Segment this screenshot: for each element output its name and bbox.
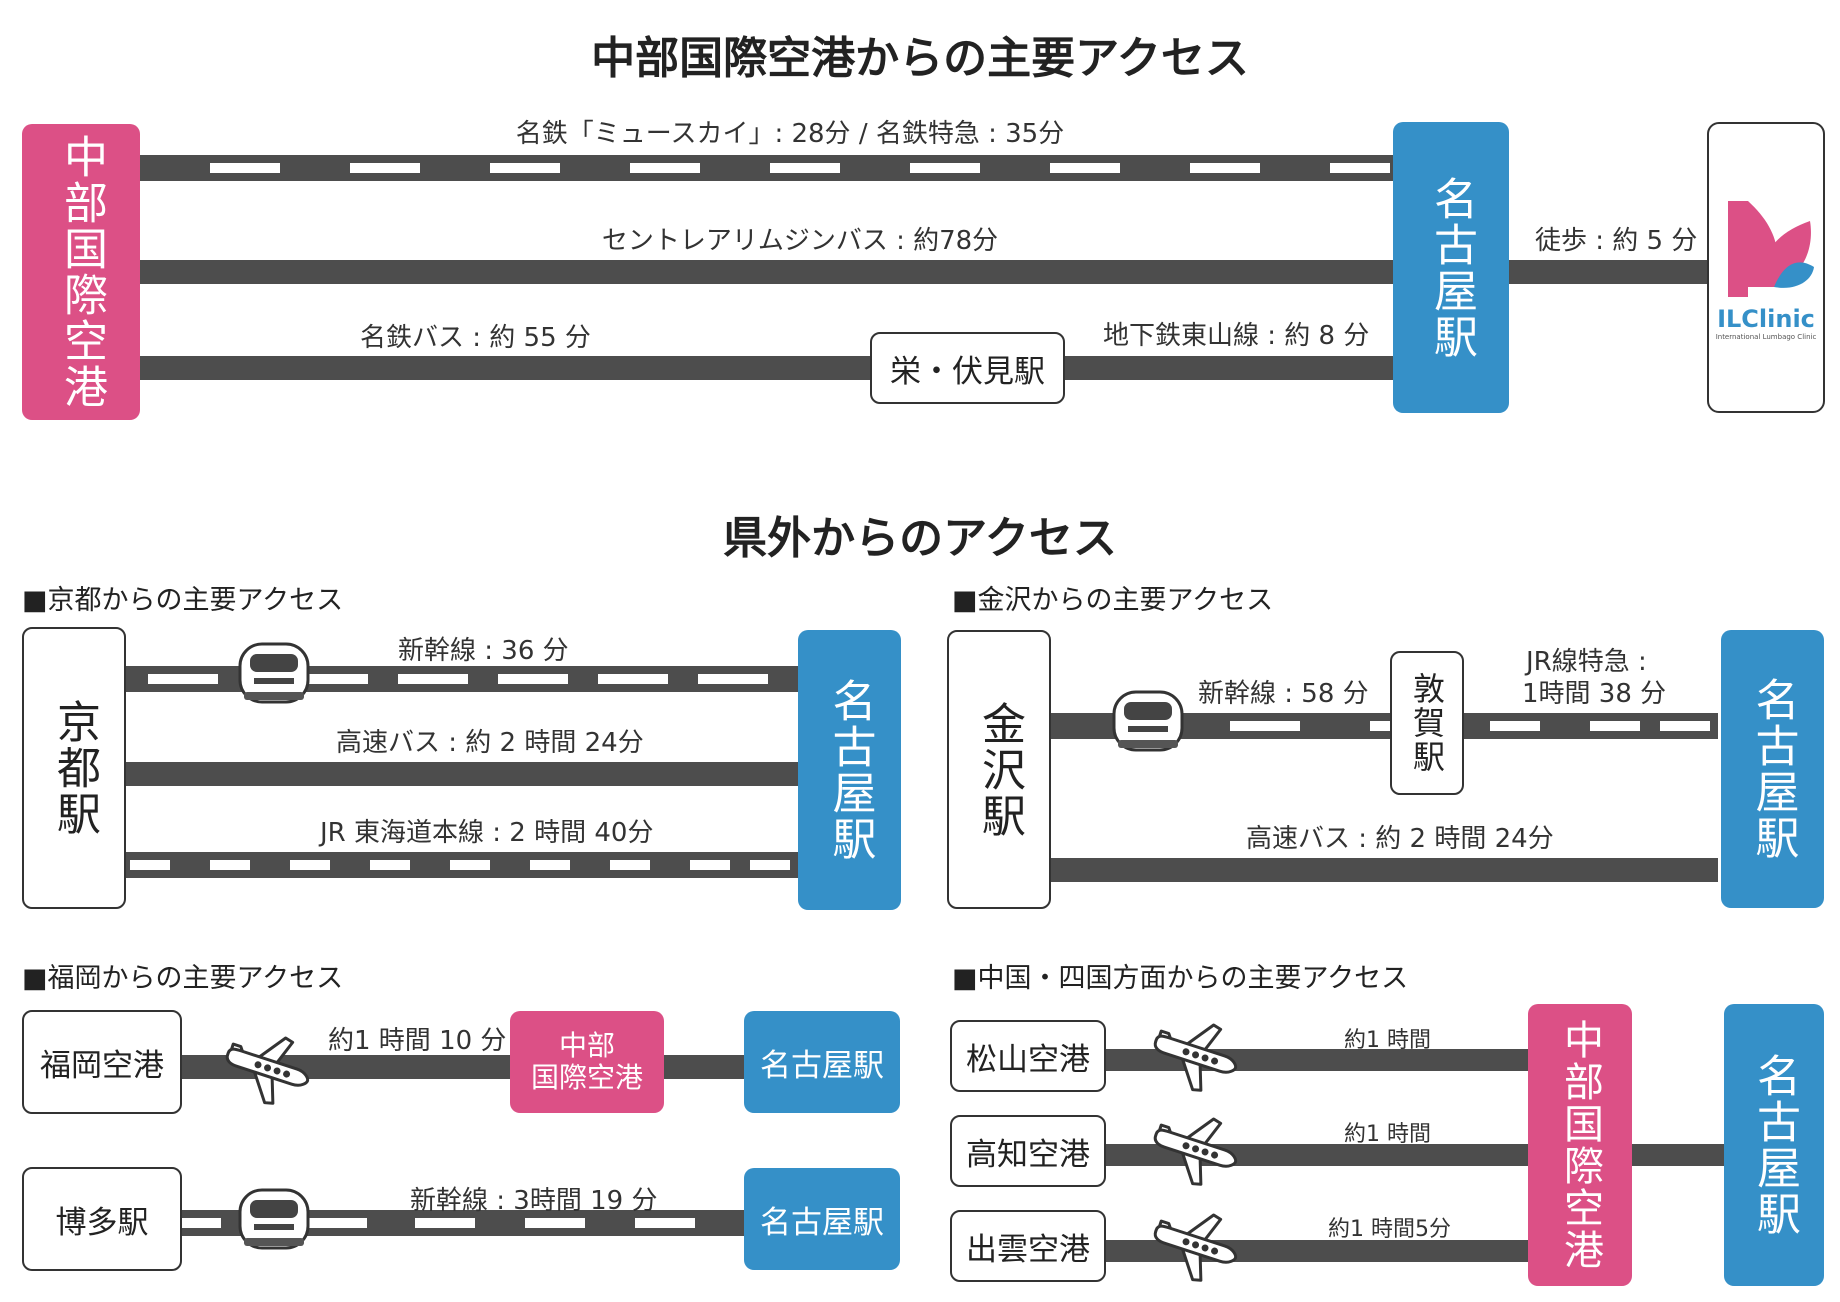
fukuoka-chubu-label-2: 国際空港 [530, 1061, 643, 1094]
kanazawa-nagoya-box: 名古屋駅 [1721, 630, 1824, 908]
fukuoka-chubu-box: 中部 国際空港 [510, 1011, 664, 1113]
izumo-airport-box: 出雲空港 [950, 1210, 1106, 1282]
kyoto-nagoya-box: 名古屋駅 [798, 630, 901, 910]
kanazawa-bus-track [1050, 858, 1718, 882]
route-limousine-bus [140, 260, 1400, 284]
kyoto-title: ■京都からの主要アクセス [22, 585, 344, 616]
sakae-fushimi-box: 栄・伏見駅 [870, 332, 1065, 404]
chugoku-title: ■中国・四国方面からの主要アクセス [952, 963, 1409, 994]
fukuoka-flight-label: 約1 時間 10 分 [328, 1026, 507, 1056]
airplane-icon [225, 1036, 310, 1105]
chubu-nagoya-track [1620, 1144, 1730, 1166]
kyoto-jr-label: JR 東海道本線 : 2 時間 40分 [320, 818, 654, 848]
kyoto-bus-label: 高速バス : 約 2 時間 24分 [336, 728, 644, 758]
route-meitetsu-rail [140, 155, 1400, 181]
izumo-flight-label: 約1 時間5分 [1328, 1217, 1451, 1242]
hakata-nagoya-box: 名古屋駅 [744, 1168, 900, 1270]
nagoya-station-label: 名古屋駅 [1426, 175, 1477, 360]
chubu-airport-label: 中部国際空港 [56, 134, 107, 410]
fukuoka-nagoya-label: 名古屋駅 [760, 1047, 884, 1084]
clinic-logo-icon [1728, 200, 1814, 297]
hakata-station-label: 博多駅 [55, 1204, 149, 1241]
kanazawa-bus-label: 高速バス : 約 2 時間 24分 [1246, 824, 1554, 854]
route-meitetsu-rail-label: 名鉄「ミュースカイ」: 28分 / 名鉄特急 : 35分 [515, 119, 1065, 149]
airplane-icon [1153, 1023, 1238, 1092]
tsuruga-station-label: 敦賀駅 [1408, 672, 1446, 774]
shinkansen-icon [1112, 690, 1184, 752]
hakata-station-box: 博多駅 [22, 1167, 182, 1271]
kanazawa-shinkansen-label: 新幹線 : 58 分 [1198, 679, 1369, 709]
route-subway-label: 地下鉄東山線 : 約 8 分 [1103, 321, 1370, 351]
matsuyama-airport-label: 松山空港 [966, 1041, 1090, 1078]
route-meitetsu-bus-label: 名鉄バス : 約 55 分 [360, 323, 591, 353]
route-walk [1500, 260, 1715, 284]
kochi-airport-label: 高知空港 [966, 1136, 1090, 1173]
nagoya-station-box: 名古屋駅 [1393, 122, 1509, 413]
route-limousine-bus-label: セントレアリムジンバス : 約78分 [601, 226, 999, 256]
sakae-fushimi-label: 栄・伏見駅 [890, 353, 1045, 390]
fukuoka-title: ■福岡からの主要アクセス [22, 963, 344, 994]
clinic-logo-subtext: International Lumbago Clinic [1715, 332, 1817, 341]
kyoto-bus-track [120, 762, 800, 786]
route-walk-label: 徒歩 : 約 5 分 [1535, 226, 1698, 256]
clinic-logo-text: ILClinic [1717, 304, 1815, 333]
chugoku-nagoya-box: 名古屋駅 [1724, 1004, 1824, 1286]
kanazawa-station-label: 金沢駅 [974, 700, 1025, 839]
kyoto-station-label: 京都駅 [49, 699, 100, 837]
route-meitetsu-bus [140, 356, 1400, 380]
izumo-airport-label: 出雲空港 [966, 1231, 1090, 1268]
chugoku-nagoya-label: 名古屋駅 [1749, 1053, 1800, 1237]
chubu-airport-box: 中部国際空港 [22, 124, 140, 420]
matsuyama-airport-box: 松山空港 [950, 1020, 1106, 1092]
kochi-airport-box: 高知空港 [950, 1115, 1106, 1187]
fukuoka-airport-label: 福岡空港 [40, 1047, 164, 1084]
section2-title: 県外からのアクセス [723, 513, 1117, 564]
kyoto-nagoya-label: 名古屋駅 [824, 678, 876, 862]
clinic-box: ILClinic International Lumbago Clinic [1707, 122, 1825, 413]
tsuruga-station-box: 敦賀駅 [1390, 651, 1464, 795]
kyoto-station-box: 京都駅 [22, 627, 126, 909]
fukuoka-nagoya-box: 名古屋駅 [744, 1011, 900, 1113]
hakata-nagoya-label: 名古屋駅 [760, 1204, 884, 1241]
airplane-icon [1153, 1117, 1238, 1186]
chugoku-chubu-box: 中部国際空港 [1528, 1004, 1632, 1286]
section1-title: 中部国際空港からの主要アクセス [591, 33, 1249, 84]
shinkansen-icon [238, 1188, 310, 1250]
airplane-icon [1153, 1213, 1238, 1282]
kanazawa-jr-label-2: 1時間 38 分 [1522, 679, 1667, 709]
kanazawa-nagoya-label: 名古屋駅 [1747, 677, 1799, 861]
kanazawa-title: ■金沢からの主要アクセス [952, 585, 1274, 616]
kanazawa-jr-label-1: JR線特急 : [1526, 647, 1647, 677]
kyoto-jr-track [120, 852, 800, 878]
kyoto-shinkansen-label: 新幹線 : 36 分 [398, 636, 569, 666]
kanazawa-station-box: 金沢駅 [947, 630, 1051, 909]
kochi-flight-label: 約1 時間 [1344, 1122, 1431, 1147]
fukuoka-airport-box: 福岡空港 [22, 1010, 182, 1114]
matsuyama-flight-label: 約1 時間 [1344, 1028, 1431, 1053]
shinkansen-icon [238, 642, 310, 704]
kyoto-shinkansen-track [120, 666, 800, 692]
fukuoka-chubu-label-1: 中部 [558, 1028, 615, 1062]
chugoku-chubu-label: 中部国際空港 [1557, 1019, 1603, 1271]
hakata-shinkansen-label: 新幹線 : 3時間 19 分 [410, 1186, 658, 1216]
